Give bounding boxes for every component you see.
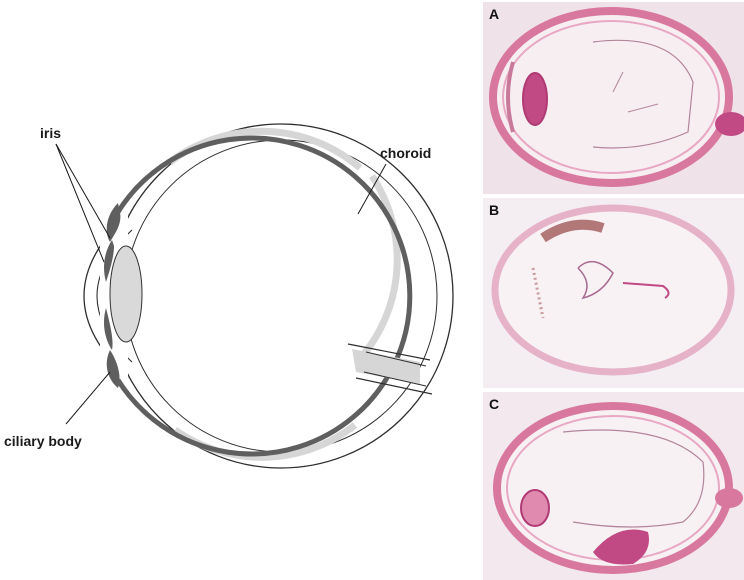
panel-a-image bbox=[483, 2, 744, 194]
iris-leader bbox=[56, 144, 104, 262]
panel-c-image bbox=[483, 392, 744, 580]
eye-diagram: iris choroid ciliary body bbox=[0, 0, 470, 580]
iris-leader-2 bbox=[56, 144, 110, 238]
panel-c-label: C bbox=[489, 396, 499, 412]
panel-a-label: A bbox=[489, 6, 499, 22]
histology-panel-c: C bbox=[483, 392, 744, 580]
ciliary-body-leader bbox=[66, 372, 110, 424]
ciliary-body-label: ciliary body bbox=[4, 433, 82, 449]
lens bbox=[110, 246, 142, 342]
sclera-outer bbox=[109, 124, 453, 468]
choroid-label: choroid bbox=[380, 145, 431, 161]
panel-b-label: B bbox=[489, 202, 499, 218]
panel-b-image bbox=[483, 198, 744, 388]
histology-panel-a: A bbox=[483, 2, 744, 194]
iris-label: iris bbox=[40, 125, 61, 141]
histology-panel-b: B bbox=[483, 198, 744, 388]
